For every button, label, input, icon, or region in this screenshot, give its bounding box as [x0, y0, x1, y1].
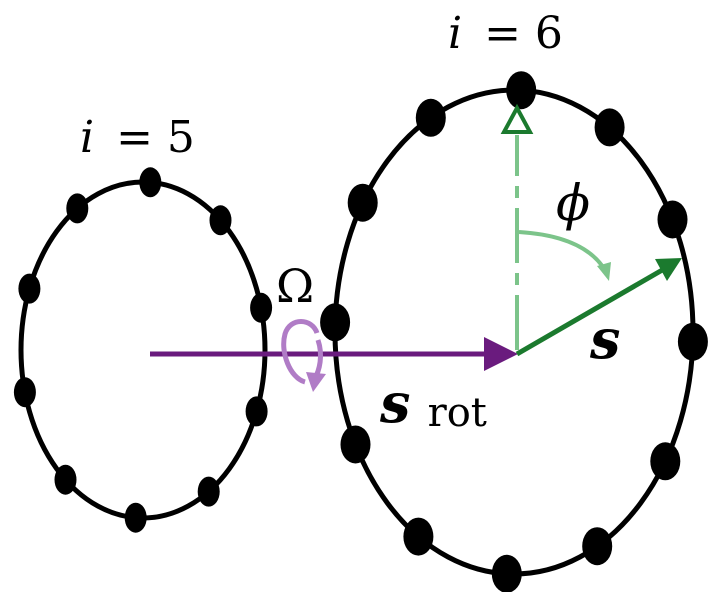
ring-i5-var: i [80, 112, 94, 163]
ring-i5-beads [13, 167, 273, 533]
s-rot-label: s rot [379, 371, 487, 436]
ring-i5-bead [209, 205, 232, 236]
omega-rotation-arrow [281, 319, 326, 392]
s-rot-subscript: rot [428, 390, 487, 436]
s-arrow [515, 258, 682, 357]
s-rot-main: s [379, 371, 410, 435]
ring-i5-outline [18, 179, 268, 521]
ring-i5-bead [250, 292, 273, 323]
ring-i6-bead [491, 554, 522, 592]
ring-i5-bead [139, 167, 162, 198]
ring-i5-bead [245, 396, 268, 427]
reference-axis-arrow [500, 103, 534, 350]
ring-i5-bead [18, 273, 41, 304]
ring-i5-bead [124, 502, 147, 533]
ring-i6-outline [332, 87, 696, 577]
ring-i5 [13, 167, 273, 533]
ring-i6 [320, 71, 708, 592]
ring-i5-bead [197, 476, 220, 507]
ring-i5-bead [13, 377, 36, 408]
ring-i6-bead [415, 98, 446, 137]
ring-i6-bead [594, 108, 625, 147]
ring-i6-bead [677, 322, 708, 361]
s-vector-label: s [589, 307, 620, 371]
ring-i6-bead [582, 527, 613, 566]
ring-i5-eq: = 5 [116, 112, 195, 163]
omega-label: Ω [276, 259, 314, 313]
ring-i6-label: i = 6 [448, 8, 563, 59]
ring-i6-bead [403, 517, 434, 556]
ring-i5-label: i = 5 [80, 112, 195, 163]
ring-i6-bead [657, 200, 688, 239]
phi-label: ϕ [556, 174, 590, 232]
ring-i6-bead [320, 303, 351, 342]
ring-i6-bead [506, 71, 537, 110]
ring-i6-bead [340, 425, 371, 464]
ring-i6-var: i [448, 8, 462, 59]
ring-i5-bead [54, 464, 77, 495]
ring-i6-bead [347, 183, 378, 222]
ring-i6-bead [650, 442, 681, 481]
ring-i6-beads [320, 71, 708, 592]
ring-i5-bead [66, 193, 89, 224]
ring-i6-eq: = 6 [484, 8, 563, 59]
phi-arc [518, 230, 611, 281]
